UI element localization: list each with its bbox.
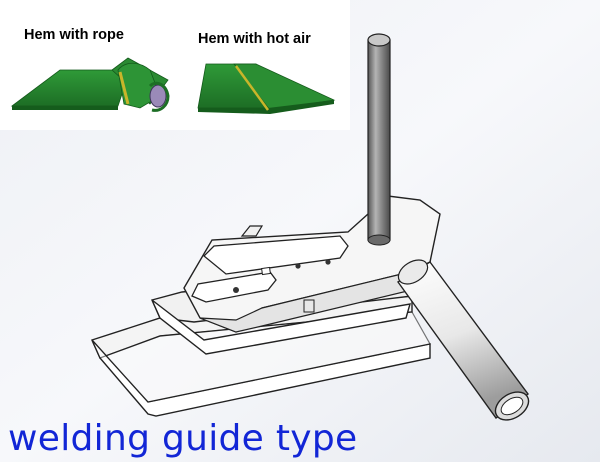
horizontal-tube (396, 259, 530, 421)
caption-text: welding guide type (8, 418, 358, 459)
hem-with-rope-illustration (10, 57, 170, 112)
inset-panel-rope (0, 0, 176, 130)
vertical-rod (367, 33, 391, 246)
hem-with-hot-air-label: Hem with hot air (198, 31, 311, 47)
hem-with-hot-air-illustration (197, 63, 336, 114)
hem-with-rope-label: Hem with rope (24, 27, 124, 43)
